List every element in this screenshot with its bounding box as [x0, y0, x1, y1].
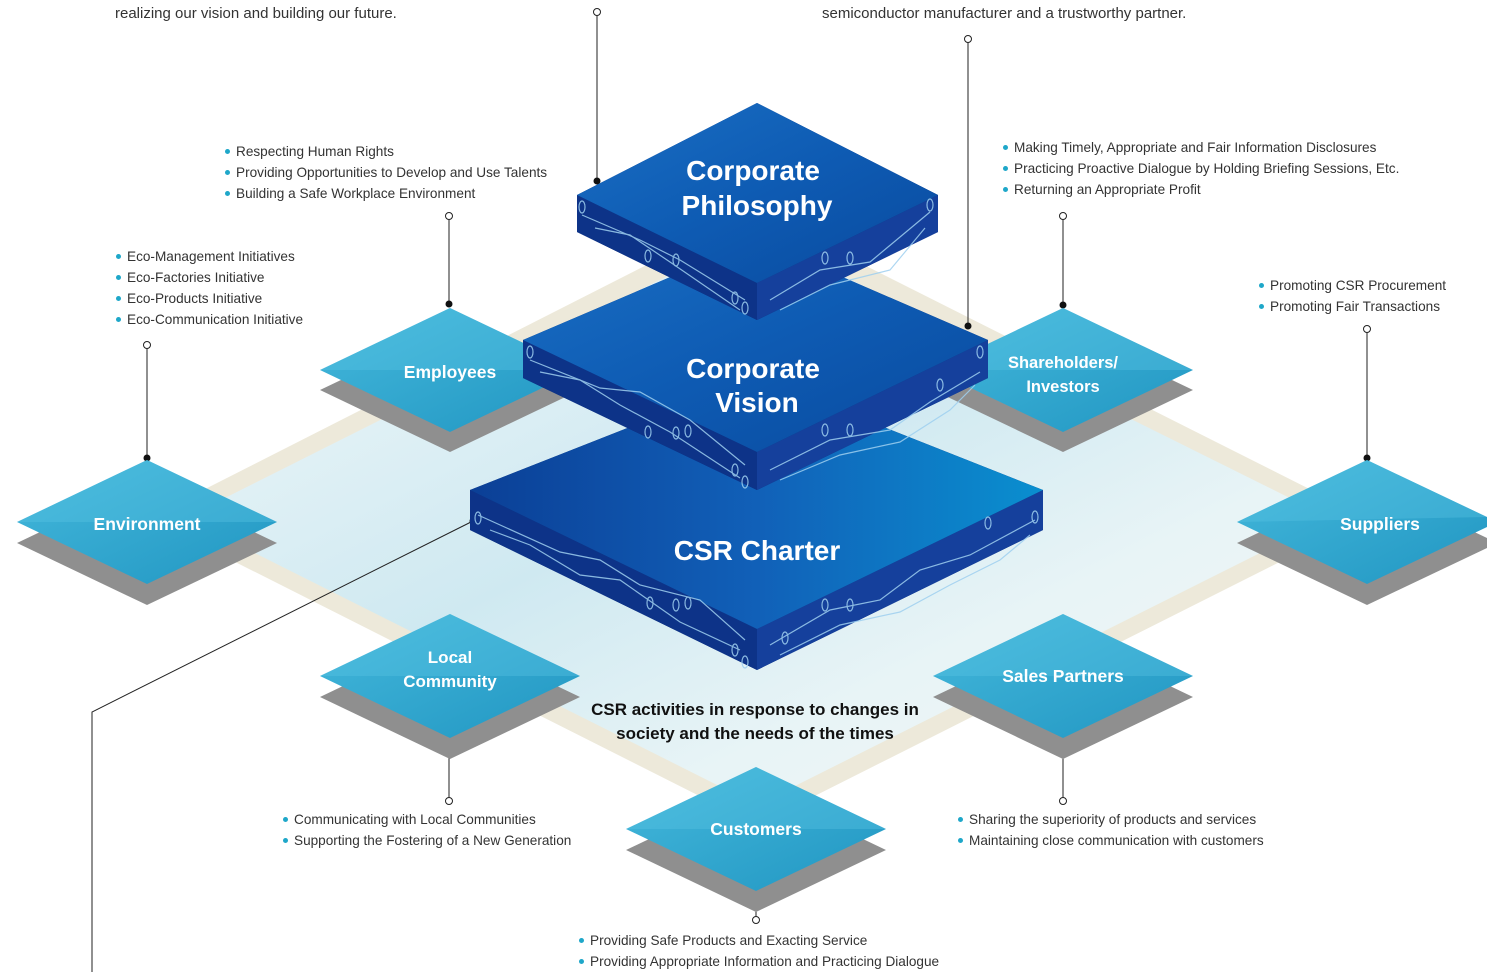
list-item: Returning an Appropriate Profit	[1002, 179, 1399, 200]
top-caption-right: semiconductor manufacturer and a trustwo…	[822, 5, 1187, 22]
circuit-pattern-philosophy	[578, 198, 934, 315]
list-item: Eco-Communication Initiative	[115, 309, 303, 330]
leader-end-circles	[143, 8, 1371, 924]
tile-label-suppliers: Suppliers	[1340, 514, 1420, 534]
list-item: Promoting Fair Transactions	[1258, 296, 1446, 317]
circuit-pattern-charter	[474, 510, 1039, 669]
tile-suppliers: Suppliers	[1237, 460, 1487, 605]
tier-label-philosophy-1: Corporate	[686, 155, 820, 186]
tile-environment: Environment	[17, 460, 277, 605]
list-employees: Respecting Human Rights Providing Opport…	[224, 141, 547, 204]
tile-label-local-community-1: Local	[428, 648, 472, 667]
tile-label-shareholders-2: Investors	[1026, 378, 1099, 396]
list-item: Eco-Products Initiative	[115, 288, 303, 309]
list-shareholders: Making Timely, Appropriate and Fair Info…	[1002, 137, 1399, 200]
tile-label-shareholders-1: Shareholders/	[1008, 354, 1118, 372]
center-note-line-1: CSR activities in response to changes in	[591, 700, 919, 719]
circuit-pattern-vision	[526, 345, 984, 489]
tier-csr-charter: CSR Charter	[470, 377, 1043, 670]
tile-shareholders: Shareholders/ Investors	[933, 308, 1193, 452]
list-item: Promoting CSR Procurement	[1258, 275, 1446, 296]
list-item: Practicing Proactive Dialogue by Holding…	[1002, 158, 1399, 179]
tier-corporate-philosophy: Corporate Philosophy	[577, 103, 938, 320]
tile-local-community: Local Community	[320, 614, 580, 759]
list-suppliers: Promoting CSR Procurement Promoting Fair…	[1258, 275, 1446, 317]
tile-label-local-community-2: Community	[403, 672, 497, 691]
tile-label-employees: Employees	[404, 362, 497, 382]
tile-label-sales-partners: Sales Partners	[1002, 666, 1124, 686]
list-item: Sharing the superiority of products and …	[957, 809, 1264, 830]
center-note: CSR activities in response to changes in…	[530, 698, 980, 746]
list-item: Maintaining close communication with cus…	[957, 830, 1264, 851]
tier-corporate-vision: Corporate Vision	[523, 240, 988, 490]
list-item: Eco-Management Initiatives	[115, 246, 303, 267]
list-item: Providing Appropriate Information and Pr…	[578, 951, 939, 972]
list-environment: Eco-Management Initiatives Eco-Factories…	[115, 246, 303, 330]
tier-label-philosophy-2: Philosophy	[682, 190, 833, 221]
tier-label-csr-charter: CSR Charter	[674, 535, 841, 566]
list-item: Building a Safe Workplace Environment	[224, 183, 547, 204]
list-item: Providing Safe Products and Exacting Ser…	[578, 930, 939, 951]
list-item: Providing Opportunities to Develop and U…	[224, 162, 547, 183]
tile-label-customers: Customers	[710, 819, 802, 839]
tile-customers: Customers	[626, 767, 886, 912]
list-local-community: Communicating with Local Communities Sup…	[282, 809, 571, 851]
list-sales-partners: Sharing the superiority of products and …	[957, 809, 1264, 851]
list-customers: Providing Safe Products and Exacting Ser…	[578, 930, 939, 972]
top-caption-left: realizing our vision and building our fu…	[115, 5, 397, 22]
tile-sales-partners: Sales Partners	[933, 614, 1193, 759]
list-item: Making Timely, Appropriate and Fair Info…	[1002, 137, 1399, 158]
tile-employees: Employees	[320, 308, 580, 452]
tier-label-vision-2: Vision	[715, 387, 799, 418]
tier-label-vision-1: Corporate	[686, 353, 820, 384]
list-item: Respecting Human Rights	[224, 141, 547, 162]
list-item: Supporting the Fostering of a New Genera…	[282, 830, 571, 851]
list-item: Communicating with Local Communities	[282, 809, 571, 830]
center-note-line-2: society and the needs of the times	[616, 724, 894, 743]
tile-label-environment: Environment	[94, 514, 201, 534]
list-item: Eco-Factories Initiative	[115, 267, 303, 288]
